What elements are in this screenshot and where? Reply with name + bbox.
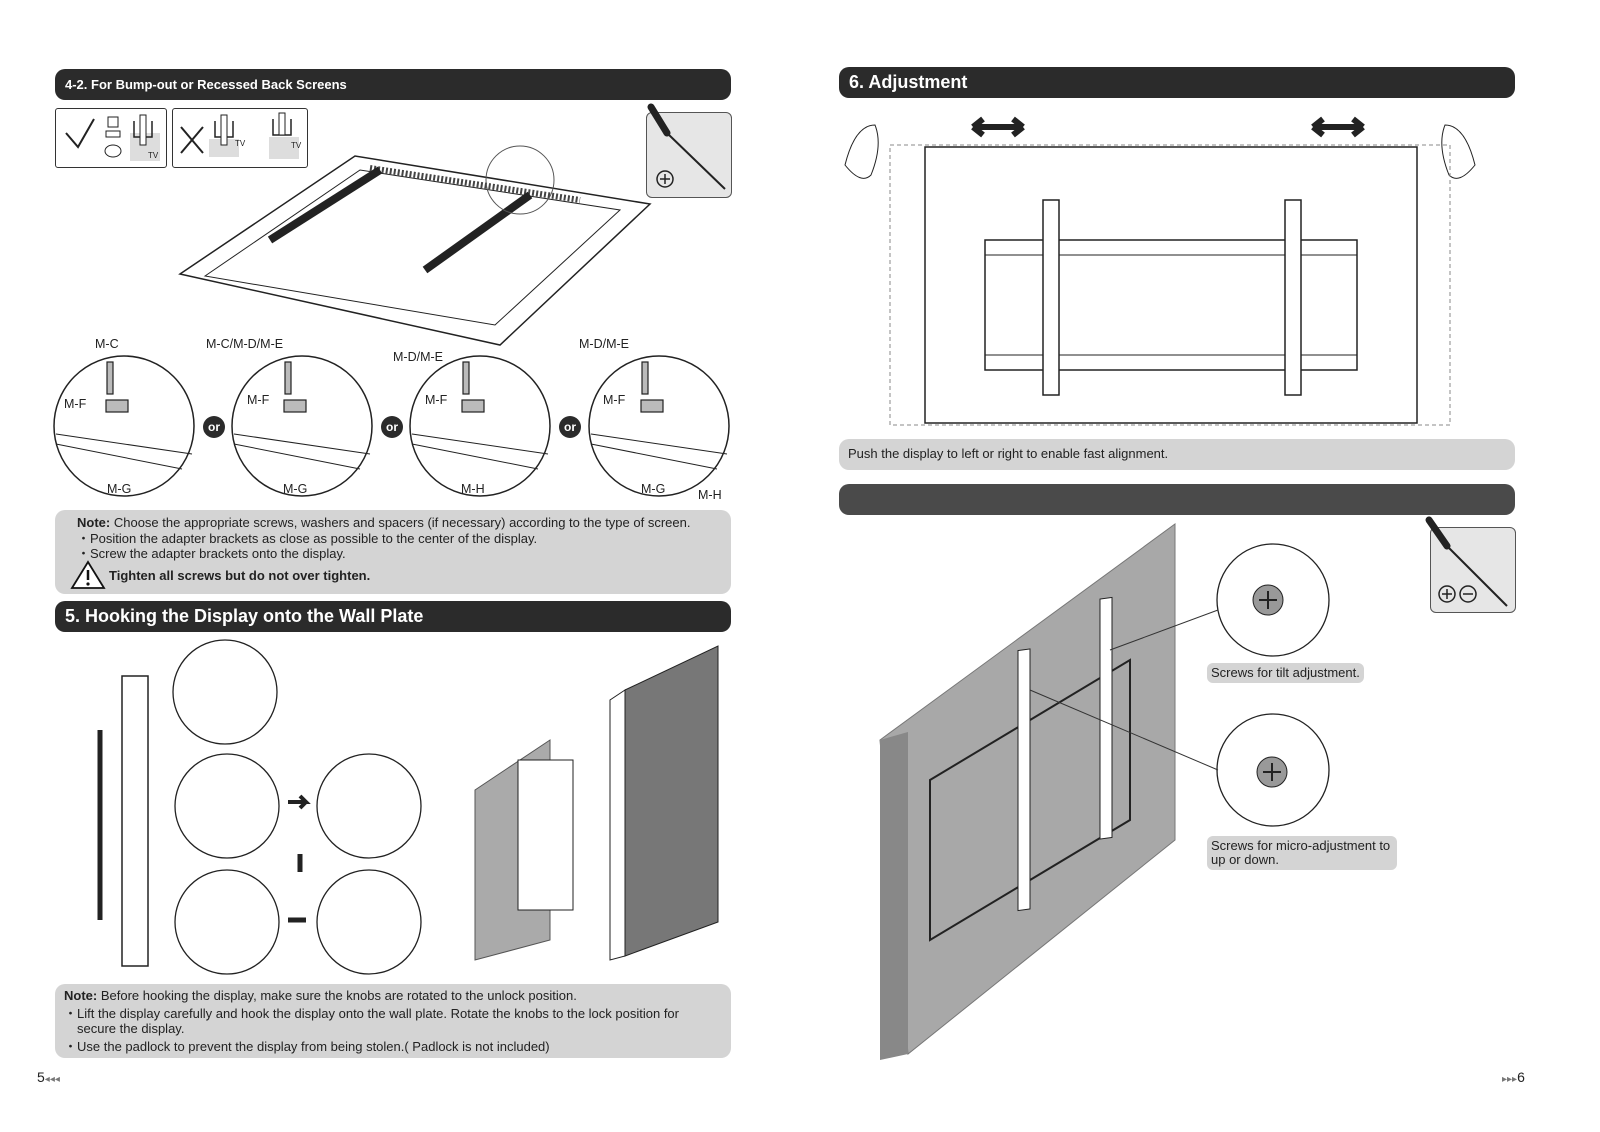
check-mark-icon — [65, 114, 160, 161]
cross-mark-icon — [180, 112, 299, 159]
or-badge: or — [559, 416, 581, 438]
back-arrows-icon: ◂◂◂ — [44, 1074, 60, 1085]
tv-label: TV — [148, 151, 159, 160]
section-4-2-title: 4-2. For Bump-out or Recessed Back Scree… — [65, 77, 347, 92]
section-5-header: 5. Hooking the Display onto the Wall Pla… — [55, 601, 731, 632]
screw-detail-circles — [53, 355, 730, 497]
note-box-5: Note: Before hooking the display, make s… — [55, 984, 731, 1058]
section-6-title: 6. Adjustment — [849, 72, 968, 92]
or-badge: or — [203, 416, 225, 438]
hooking-display-diagram — [97, 639, 719, 975]
screwdriver-icon — [1425, 516, 1508, 607]
micro-adjust-text: Screws for micro-adjustment to up or dow… — [1211, 838, 1391, 867]
part-label-mf: M-F — [64, 397, 87, 411]
part-label-mg: M-G — [641, 482, 666, 496]
note-bullet: Screw the adapter brackets onto the disp… — [90, 546, 346, 561]
forward-arrows-icon: ▸▸▸ — [1502, 1074, 1518, 1085]
tilt-screws-callout: Screws for tilt adjustment. — [1207, 663, 1364, 683]
correct-example-box: TV — [55, 108, 167, 168]
page-number: 6 — [1517, 1069, 1525, 1085]
callout-mc: M-C — [95, 337, 119, 351]
adjustment-diagram — [844, 116, 1476, 426]
screwdriver-tool-box — [646, 103, 732, 198]
note-lead: Note: — [77, 515, 111, 530]
page-number-left: 5◂◂◂ — [37, 1069, 60, 1085]
note-text: Choose the appropriate screws, washers a… — [113, 515, 691, 530]
tilt-screws-text: Screws for tilt adjustment. — [1211, 665, 1360, 680]
note-box-4-2: Note: Choose the appropriate screws, was… — [55, 510, 731, 594]
screwdriver-icon — [647, 103, 726, 190]
wall-mounted-bracket-diagram — [879, 523, 1330, 1060]
tv-back-bracket-diagram — [178, 145, 652, 346]
warning-text: Tighten all screws but do not over tight… — [109, 567, 371, 583]
screwdriver-tool-box — [1425, 516, 1516, 613]
part-label-mh: M-H — [698, 488, 722, 502]
note-bullet: Lift the display carefully and hook the … — [77, 1005, 679, 1037]
adjustment-caption-box: Push the display to left or right to ena… — [839, 439, 1515, 470]
or-badge: or — [381, 416, 403, 438]
callout-md-me: M-D/M-E — [579, 337, 629, 351]
section-6-header: 6. Adjustment — [839, 67, 1515, 98]
part-label-mh: M-H — [461, 482, 485, 496]
section-4-2-header: 4-2. For Bump-out or Recessed Back Scree… — [55, 69, 731, 100]
page-number-right: ▸▸▸6 — [1502, 1069, 1525, 1085]
callout-mc-md-me: M-C/M-D/M-E — [206, 337, 284, 351]
callout-md-me: M-D/M-E — [393, 350, 443, 364]
warning-icon — [70, 559, 106, 589]
section-5-title: 5. Hooking the Display onto the Wall Pla… — [65, 606, 424, 626]
section-7-header — [839, 484, 1515, 515]
part-label-mg: M-G — [107, 482, 132, 496]
note-bullet: Use the padlock to prevent the display f… — [77, 1038, 550, 1054]
part-label-mf: M-F — [425, 393, 448, 407]
part-label-mg: M-G — [283, 482, 308, 496]
note-text: Before hooking the display, make sure th… — [100, 988, 577, 1003]
note-lead: Note: — [64, 988, 98, 1003]
part-label-mf: M-F — [247, 393, 270, 407]
tv-label: TV — [235, 139, 246, 148]
part-label-mf: M-F — [603, 393, 626, 407]
micro-adjust-callout: Screws for micro-adjustment to up or dow… — [1207, 836, 1397, 870]
page-number: 5 — [37, 1069, 45, 1085]
tv-label: TV — [291, 141, 302, 150]
incorrect-example-box: TV TV — [172, 108, 308, 168]
adjustment-caption: Push the display to left or right to ena… — [848, 446, 1169, 461]
note-bullet: Position the adapter brackets as close a… — [90, 530, 538, 546]
